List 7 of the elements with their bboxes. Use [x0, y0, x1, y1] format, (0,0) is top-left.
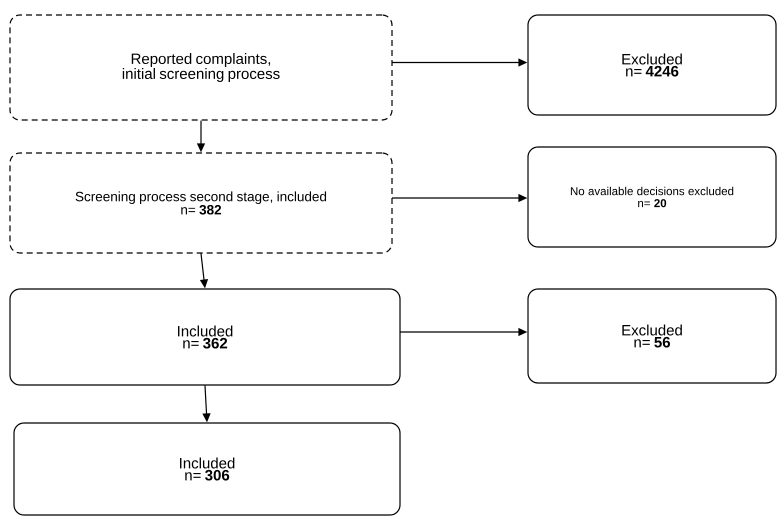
process-box: Included n= 306 — [13, 422, 401, 516]
process-box: Included n= 362 — [9, 288, 401, 386]
screening-box: Reported complaints, initial screening process — [9, 14, 393, 121]
screening-box: Screening process second stage, included n= 382 — [9, 152, 393, 254]
result-box: Excluded n= 4246 — [527, 14, 777, 116]
result-box: Excluded n= 56 — [527, 288, 777, 384]
result-box: No available decisions excluded n= 20 — [527, 146, 777, 248]
